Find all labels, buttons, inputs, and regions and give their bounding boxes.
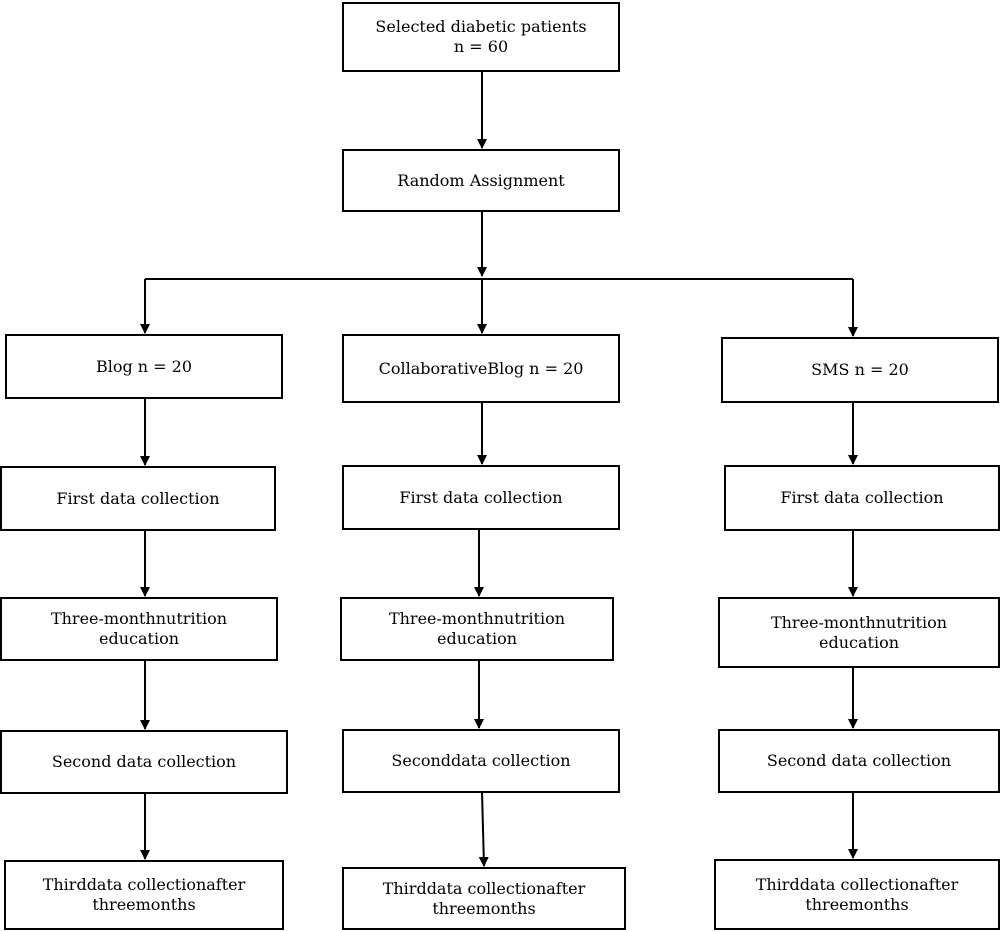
arrow-collab-second-to-third [478, 791, 489, 867]
collab-education-line2: education [437, 629, 517, 648]
selected-patients-label: Selected diabetic patients [375, 17, 587, 36]
collab-education-line1: Three-monthnutrition [388, 609, 566, 628]
collab-second-collection-label: Seconddata collection [391, 751, 571, 770]
sms-second-collection-box: Second data collection [718, 729, 1000, 793]
group-sms-label: SMS n = 20 [811, 360, 909, 379]
group-blog-box: Blog n = 20 [5, 334, 283, 399]
blog-education-line1: Three-monthnutrition [50, 609, 228, 628]
blog-second-collection-label: Second data collection [51, 752, 237, 771]
blog-third-collection-box: Thirddata collectionafter threemonths [4, 860, 284, 930]
sms-first-collection-label: First data collection [780, 488, 944, 507]
sms-education-box: Three-monthnutrition education [718, 597, 1000, 668]
sms-first-collection-box: First data collection [724, 465, 1000, 531]
sms-education-line1: Three-monthnutrition [770, 612, 948, 632]
blog-first-collection-box: First data collection [0, 466, 276, 531]
blog-third-collection-line1: Thirddata collectionafter [42, 875, 246, 894]
collab-third-collection-box: Thirddata collectionafter threemonths [342, 867, 626, 930]
selected-patients-box: Selected diabetic patients n = 60 [342, 2, 620, 72]
blog-second-collection-box: Second data collection [0, 730, 288, 794]
blog-education-box: Three-monthnutrition education [0, 597, 278, 661]
collab-third-collection-line1: Thirddata collectionafter [382, 878, 586, 898]
collab-first-collection-box: First data collection [342, 465, 620, 530]
collab-first-collection-label: First data collection [399, 487, 563, 507]
selected-patients-count: n = 60 [453, 37, 509, 56]
sms-third-collection-box: Thirddata collectionafter threemonths [714, 859, 1000, 930]
blog-education-line2: education [99, 629, 179, 648]
sms-third-collection-line1: Thirddata collectionafter [755, 874, 959, 894]
group-collaborative-blog-label: CollaborativeBlog n = 20 [378, 358, 584, 378]
blog-first-collection-label: First data collection [56, 488, 220, 508]
random-assignment-label: Random Assignment [397, 170, 565, 190]
sms-education-line2: education [819, 632, 899, 652]
blog-third-collection-line2: threemonths [92, 895, 196, 914]
collab-second-collection-box: Seconddata collection [342, 729, 620, 793]
group-sms-box: SMS n = 20 [721, 337, 999, 403]
collab-third-collection-line2: threemonths [432, 898, 536, 918]
sms-third-collection-line2: threemonths [805, 894, 909, 914]
collab-education-box: Three-monthnutrition education [340, 597, 614, 661]
sms-second-collection-label: Second data collection [766, 751, 952, 770]
group-collaborative-blog-box: CollaborativeBlog n = 20 [342, 334, 620, 403]
random-assignment-box: Random Assignment [342, 149, 620, 212]
group-blog-label: Blog n = 20 [95, 356, 193, 376]
